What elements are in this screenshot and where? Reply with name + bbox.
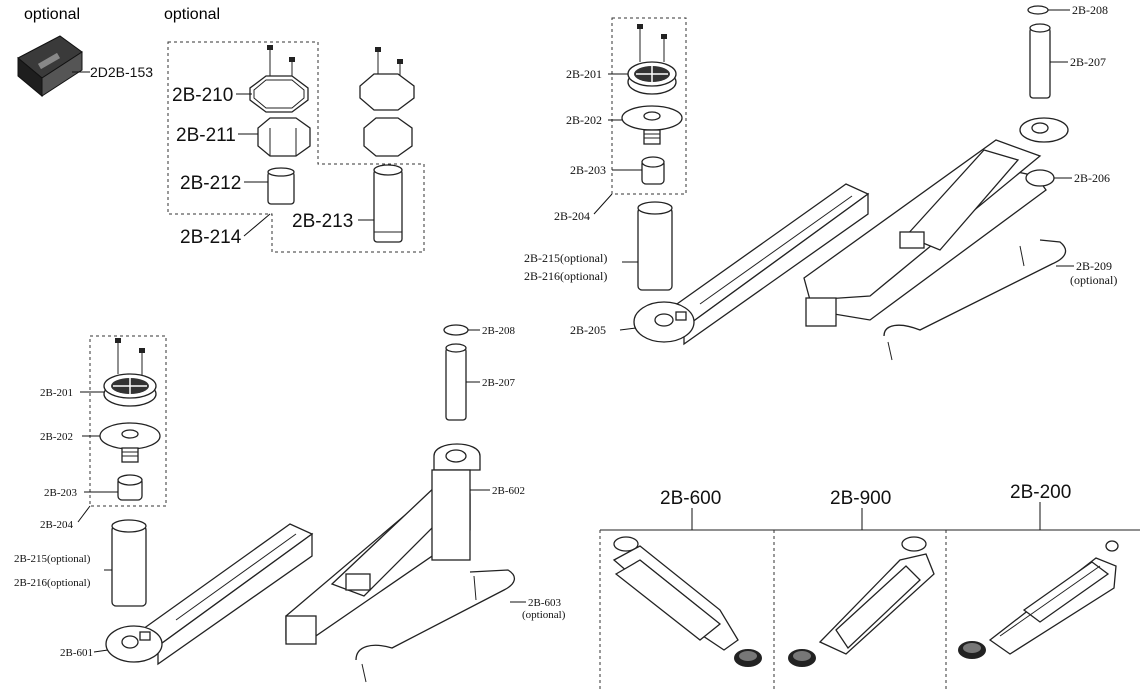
long-sleeve-2b-213: [373, 164, 403, 243]
model-2b-600-illustration: [612, 536, 762, 667]
label-2b-213: 2B-213: [292, 211, 353, 232]
label-2b-202-lower: 2B-202: [40, 431, 73, 443]
label-2b-201-lower: 2B-201: [40, 387, 73, 399]
label-2b-210: 2B-210: [172, 85, 233, 106]
octagon-pad-2b-210: [249, 75, 309, 113]
arm-2b-206: [803, 117, 1069, 327]
label-2b-207-lower: 2B-207: [482, 377, 516, 389]
label-2b-208-upper: 2B-208: [1072, 3, 1108, 17]
arm-2b-601: [105, 523, 314, 666]
pin-2b-207-lower: [443, 324, 469, 421]
octagon-pad-right: [359, 73, 415, 157]
sleeve-2b-212: [267, 167, 295, 205]
screw-icon: [115, 338, 145, 376]
model-2b-900-illustration: [788, 536, 935, 667]
label-2b-215-upper: 2B-215(optional): [524, 251, 607, 265]
adapter-2d2b-153: [17, 35, 83, 98]
handle-2b-209: [883, 239, 1067, 337]
model-label-2b-600: 2B-600: [660, 488, 721, 509]
label-2b-214: 2B-214: [180, 227, 242, 248]
label-2b-212: 2B-212: [180, 173, 241, 194]
label-2b-205: 2B-205: [570, 323, 606, 337]
pin-2b-207: [1027, 5, 1051, 99]
label-2b-202-upper: 2B-202: [566, 113, 602, 127]
label-2b-216-upper: 2B-216(optional): [524, 269, 607, 283]
label-2b-209-note: (optional): [1070, 273, 1117, 287]
model-label-2b-200: 2B-200: [1010, 482, 1071, 503]
label-2b-602: 2B-602: [492, 485, 525, 497]
optional-label-2: optional: [164, 6, 220, 23]
label-2b-601: 2B-601: [60, 647, 93, 659]
arm-2b-205: [633, 183, 870, 346]
pad-plate-2b-202-lower: [99, 422, 161, 463]
label-2b-203-lower: 2B-203: [44, 487, 78, 499]
label-2b-204-upper: 2B-204: [554, 209, 590, 223]
model-label-2b-900: 2B-900: [830, 488, 891, 509]
pad-plate-2b-202: [621, 105, 683, 145]
adapter-cup-2b-203: [641, 156, 665, 185]
label-2b-209: 2B-209: [1076, 259, 1112, 273]
rubber-pad-2b-201: [627, 61, 677, 95]
extension-2b-215: [637, 201, 673, 291]
kit-2b-204-upper-outline: [611, 17, 687, 195]
label-2b-603: 2B-603: [528, 597, 562, 609]
label-2d2b-153: 2D2B-153: [90, 64, 153, 80]
handle-2b-603: [355, 569, 515, 661]
label-2b-216-lower: 2B-216(optional): [14, 577, 91, 589]
adapter-cup-2b-203-lower: [117, 474, 143, 501]
arm-2b-602: [285, 443, 481, 645]
octagon-base-2b-211: [257, 117, 311, 157]
label-2b-204-lower: 2B-204: [40, 519, 74, 531]
label-2b-208-lower: 2B-208: [482, 325, 516, 337]
label-2b-201-upper: 2B-201: [566, 67, 602, 81]
label-2b-211: 2B-211: [176, 125, 236, 146]
label-2b-206: 2B-206: [1074, 171, 1110, 185]
model-2b-200-illustration: [958, 540, 1119, 659]
label-2b-203-upper: 2B-203: [570, 163, 606, 177]
screw-icon: [637, 24, 667, 62]
label-2b-215-lower: 2B-215(optional): [14, 553, 91, 565]
optional-label-1: optional: [24, 6, 80, 23]
rubber-pad-2b-201-lower: [103, 373, 157, 407]
kit-2b-204-lower-outline: [89, 335, 167, 507]
extension-2b-215-lower: [111, 519, 147, 607]
label-2b-207-upper: 2B-207: [1070, 55, 1106, 69]
label-2b-603-note: (optional): [522, 609, 566, 621]
